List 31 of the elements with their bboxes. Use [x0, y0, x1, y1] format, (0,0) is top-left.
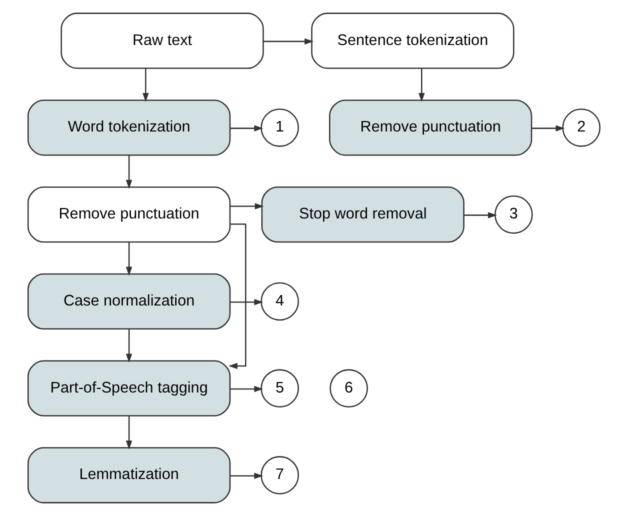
arrow — [230, 472, 264, 479]
arrow — [230, 203, 264, 210]
node-box: Sentence tokenization — [311, 12, 514, 69]
node-box: Word tokenization — [27, 100, 231, 156]
node-circle: 4 — [260, 282, 299, 321]
node-box: Stop word removal — [261, 186, 464, 243]
node-box: Raw text — [60, 12, 264, 69]
node-box: Remove punctuation — [329, 100, 532, 156]
node-box: Case normalization — [27, 273, 231, 330]
arrow — [126, 328, 132, 363]
arrow — [532, 125, 565, 132]
node-box: Part-of-Speech tagging — [27, 360, 231, 416]
arrow — [230, 125, 264, 132]
node-circle: 2 — [562, 108, 601, 147]
arrow — [418, 68, 425, 102]
arrow — [230, 386, 264, 392]
node-circle: 7 — [260, 456, 299, 494]
arrow — [230, 298, 264, 306]
node-box: Lemmatization — [27, 447, 231, 504]
node-circle: 5 — [260, 369, 299, 408]
arrow — [263, 38, 314, 45]
arrow — [126, 416, 132, 450]
arrow — [126, 155, 132, 189]
node-circle: 3 — [494, 195, 533, 234]
node-box: Remove punctuation — [27, 186, 231, 243]
node-circle: 1 — [260, 108, 299, 147]
arrow — [228, 224, 246, 370]
arrow — [464, 212, 497, 218]
arrow — [142, 68, 149, 102]
node-circle: 6 — [330, 369, 368, 408]
arrow — [126, 242, 132, 276]
